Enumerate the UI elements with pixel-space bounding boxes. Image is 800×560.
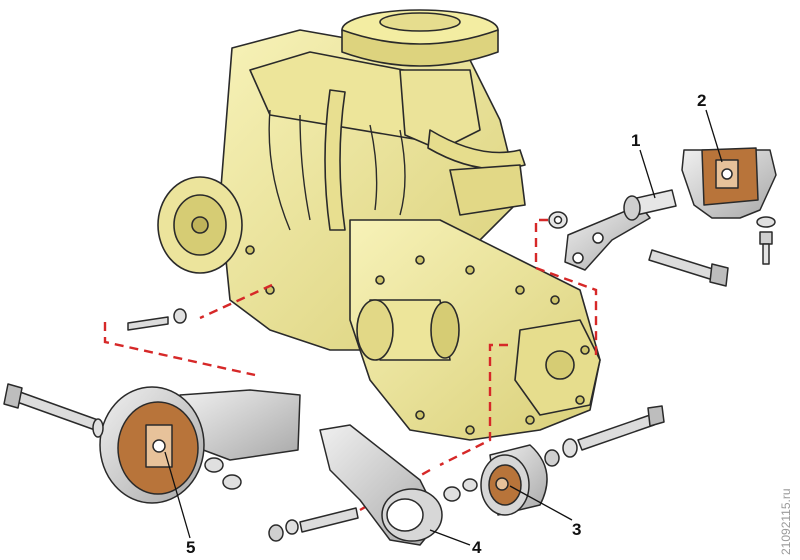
leader-1 [639,149,656,199]
callout-1: 1 [631,131,640,150]
callout-3: 3 [572,520,581,539]
washer-2 [756,216,776,228]
nuts-5 [204,457,242,490]
leader-lines [164,109,723,546]
leader-3 [509,485,573,521]
callout-5: 5 [186,538,195,557]
bolt-4 [268,507,359,542]
assembly-line-bracket-4 [439,343,508,467]
part-5-rear-support [3,308,301,504]
short-bolt-2 [759,231,773,265]
nut-washer-1 [548,211,568,229]
fuel-pump [449,164,526,216]
ignition-leads [268,109,406,231]
leader-2 [705,109,723,163]
long-bolt-5 [3,383,104,438]
air-filter-housing [341,9,499,67]
part-3-rubber-bushing [480,405,665,516]
watermark-text: 21092115.ru [779,488,793,555]
assembly-line-rear-left [199,283,273,320]
intake-pipe [324,89,346,231]
nuts-4 [443,478,478,502]
leader-4 [429,529,471,546]
starter-motor [356,299,460,361]
coolant-hose [427,129,526,170]
long-bolt-1 [648,249,729,287]
alternator [157,176,243,274]
engine-assembly [157,9,601,441]
assembly-line-bracket-1 [534,218,598,355]
long-bolt-3 [544,405,665,467]
part-4-lower-bracket [268,424,478,546]
carburetor [399,69,481,151]
leader-5 [164,451,191,539]
part-1-front-bracket [548,189,729,287]
part-2-rubber-mount [681,147,777,265]
assembly-line-support-5 [103,322,256,377]
callout-2: 2 [697,91,706,110]
callout-4: 4 [472,538,482,557]
small-bolt-5 [127,308,187,331]
